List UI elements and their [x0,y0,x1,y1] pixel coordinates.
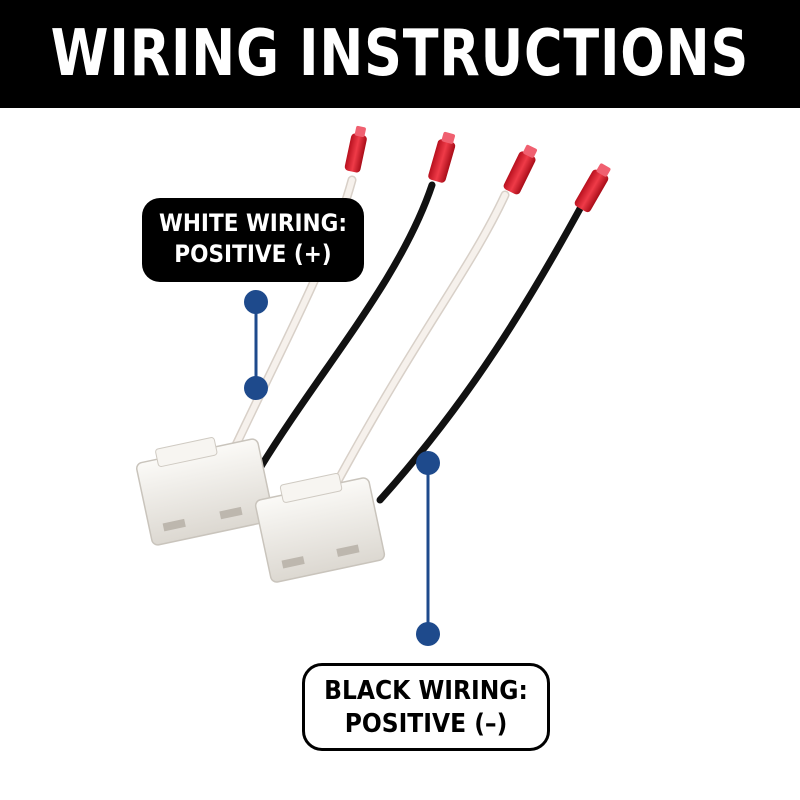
black-wiring-label: BLACK WIRING: POSITIVE (–) [302,663,550,751]
white-wiring-label: WHITE WIRING: POSITIVE (+) [142,198,364,282]
terminal-red-1 [344,125,367,173]
connector-left [135,437,275,546]
page-title: WIRING INSTRUCTIONS [50,17,750,91]
product-photo [135,125,611,646]
wire-black-left [256,181,436,472]
white-wiring-line2: POSITIVE (+) [174,239,332,268]
terminal-red-2 [428,131,456,183]
black-wiring-line2: POSITIVE (–) [344,709,508,740]
wire-black-right [376,201,586,504]
terminal-red-4 [574,163,611,213]
terminal-red-3 [503,144,537,195]
black-wiring-line1: BLACK WIRING: [324,676,528,706]
connector-right [254,472,386,583]
wire-white-right [330,190,510,491]
pointer-white-wiring [244,290,268,400]
white-wiring-line1: WHITE WIRING: [159,209,347,237]
title-banner: WIRING INSTRUCTIONS [0,0,800,108]
pointer-black-wiring [416,451,440,646]
